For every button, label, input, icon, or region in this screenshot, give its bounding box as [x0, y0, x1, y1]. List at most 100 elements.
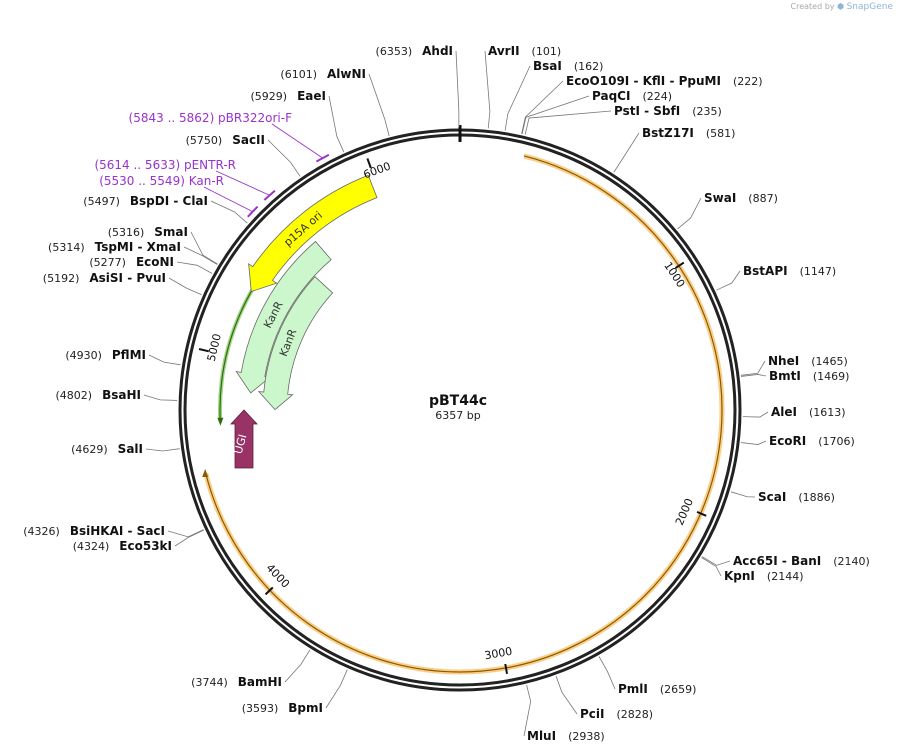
site-sali[interactable]: SalI (4629) — [71, 442, 180, 456]
site-leader-line — [716, 270, 741, 291]
site-name: PciI — [580, 707, 605, 721]
site-name: PaqCI — [592, 89, 630, 103]
primer-bind-mark — [315, 153, 330, 163]
site-name: AleI — [771, 405, 797, 419]
site-asisi[interactable]: AsiSI - PvuI(5192) — [43, 271, 202, 296]
site-alwni[interactable]: AlwNI (6101) — [280, 67, 390, 137]
site-position: (4629) — [71, 443, 108, 456]
site-name: SalI — [118, 442, 143, 456]
site-bsai[interactable]: BsaI(162) — [504, 59, 603, 131]
site-bstapi[interactable]: BstAPI (1147) — [716, 264, 837, 291]
site-leader-line — [523, 684, 532, 737]
site-leader-line — [176, 261, 213, 274]
site-leader-line — [190, 231, 218, 265]
site-bamhi[interactable]: BamHI(3744) — [191, 649, 311, 689]
site-leader-line — [504, 65, 531, 131]
site-acc65i[interactable]: Acc65I - BanI(2140) — [701, 554, 870, 568]
site-pcii[interactable]: PciI(2828) — [555, 676, 653, 721]
site-paqci[interactable]: PaqCI (224) — [521, 89, 672, 134]
site-leader-line — [740, 374, 767, 377]
site-pmli[interactable]: PmlI(2659) — [598, 656, 696, 696]
site-name: BstAPI — [743, 264, 788, 278]
plasmid-length: 6357 bp — [435, 409, 480, 422]
site-name: BamHI — [238, 675, 282, 689]
site-leader-line — [328, 95, 345, 153]
site-position: (5314) — [48, 241, 85, 254]
primer-2[interactable]: (5530 .. 5549) Kan-R — [99, 174, 259, 218]
tick-label: 3000 — [483, 645, 513, 663]
site-position: (3593) — [242, 702, 279, 715]
primer-bind-mark — [263, 189, 276, 201]
site-scai[interactable]: ScaI(1886) — [730, 490, 835, 504]
site-position: (6353) — [376, 45, 413, 58]
site-leader-line — [210, 200, 248, 224]
site-bspdi[interactable]: BspDI - ClaI(5497) — [83, 194, 248, 224]
feature-ugi: UGI — [230, 409, 258, 469]
site-bpmi[interactable]: BpmI (3593) — [242, 669, 348, 715]
site-name: BmtI — [769, 369, 801, 383]
site-position: (5277) — [89, 256, 126, 269]
site-name: KpnI — [724, 569, 755, 583]
site-bsahi[interactable]: BsaHI(4802) — [56, 388, 178, 402]
primer-1[interactable]: (5614 .. 5633) pENTR-R — [94, 158, 276, 201]
site-position: (5750) — [186, 134, 223, 147]
site-econi[interactable]: EcoNI (5277) — [89, 255, 213, 274]
site-leader-line — [174, 529, 204, 547]
site-pflmi[interactable]: PflMI(4930) — [65, 348, 181, 366]
site-leader-line — [284, 649, 311, 683]
site-position: (6101) — [280, 68, 317, 81]
site-bmti[interactable]: BmtI(1469) — [740, 369, 849, 383]
site-psti[interactable]: PstI - SbfI(235) — [524, 104, 722, 135]
primer-label: (5843 .. 5862) pBR322ori-F — [129, 111, 293, 125]
site-avrii[interactable]: AvrII(101) — [484, 44, 561, 129]
site-leader-line — [145, 448, 180, 452]
primer-leader-line — [271, 123, 323, 159]
site-name: PstI - SbfI — [614, 104, 680, 118]
site-name: BpmI — [288, 701, 323, 715]
site-leader-line — [368, 73, 390, 137]
site-bsihkai[interactable]: BsiHKAI - SacI(4326) — [23, 524, 204, 538]
tick-mark — [504, 663, 509, 675]
site-leader-line — [267, 139, 301, 177]
site-eco53ki[interactable]: Eco53kI(4324) — [73, 529, 204, 553]
orange-feature-arc — [205, 155, 723, 673]
site-name: SacII — [232, 133, 265, 147]
site-name: BsiHKAI - SacI — [70, 524, 165, 538]
primer-leader-line — [203, 186, 253, 212]
site-swai[interactable]: SwaI(887) — [677, 191, 778, 230]
site-position: (224) — [642, 90, 672, 103]
site-mlui[interactable]: MluI(2938) — [523, 684, 605, 743]
site-position: (1706) — [818, 435, 855, 448]
site-leader-line — [325, 669, 348, 709]
site-position: (887) — [748, 192, 778, 205]
backbone-ring — [178, 125, 742, 692]
site-ahdi[interactable]: AhdI(6353) — [376, 44, 460, 128]
restriction-site-layer: AvrII(101)BsaI(162)EcoO109I - KflI - Ppu… — [23, 44, 870, 743]
site-position: (1147) — [800, 265, 837, 278]
primer-0[interactable]: (5843 .. 5862) pBR322ori-F — [129, 111, 330, 163]
site-nhei[interactable]: NheI(1465) — [740, 354, 848, 376]
site-name: EcoNI — [136, 255, 174, 269]
site-leader-line — [555, 676, 578, 715]
site-leader-line — [730, 491, 756, 498]
site-leader-line — [677, 197, 702, 230]
site-leader-line — [168, 277, 202, 296]
site-bstz17i[interactable]: BstZ17I(581) — [613, 126, 736, 173]
site-ecoo109i[interactable]: EcoO109I - KflI - PpuMI(222) — [521, 74, 763, 134]
site-leader-line — [521, 80, 564, 134]
site-ecori[interactable]: EcoRI(1706) — [741, 434, 855, 448]
site-leader-line — [741, 440, 767, 445]
site-name: BstZ17I — [642, 126, 694, 140]
site-position: (222) — [733, 75, 763, 88]
site-name: AlwNI — [327, 67, 366, 81]
credit-brand: SnapGene — [846, 2, 893, 12]
site-kpni[interactable]: KpnI(2144) — [701, 557, 804, 583]
site-smai[interactable]: SmaI(5316) — [108, 225, 218, 265]
site-eaei[interactable]: EaeI(5929) — [251, 89, 345, 153]
site-leader-line — [183, 246, 218, 265]
site-name: AvrII — [488, 44, 520, 58]
site-tspmi[interactable]: TspMI - XmaI(5314) — [48, 240, 218, 265]
site-alei[interactable]: AleI(1613) — [742, 405, 846, 419]
site-leader-line — [143, 394, 178, 401]
site-sacii[interactable]: SacII (5750) — [186, 133, 301, 177]
